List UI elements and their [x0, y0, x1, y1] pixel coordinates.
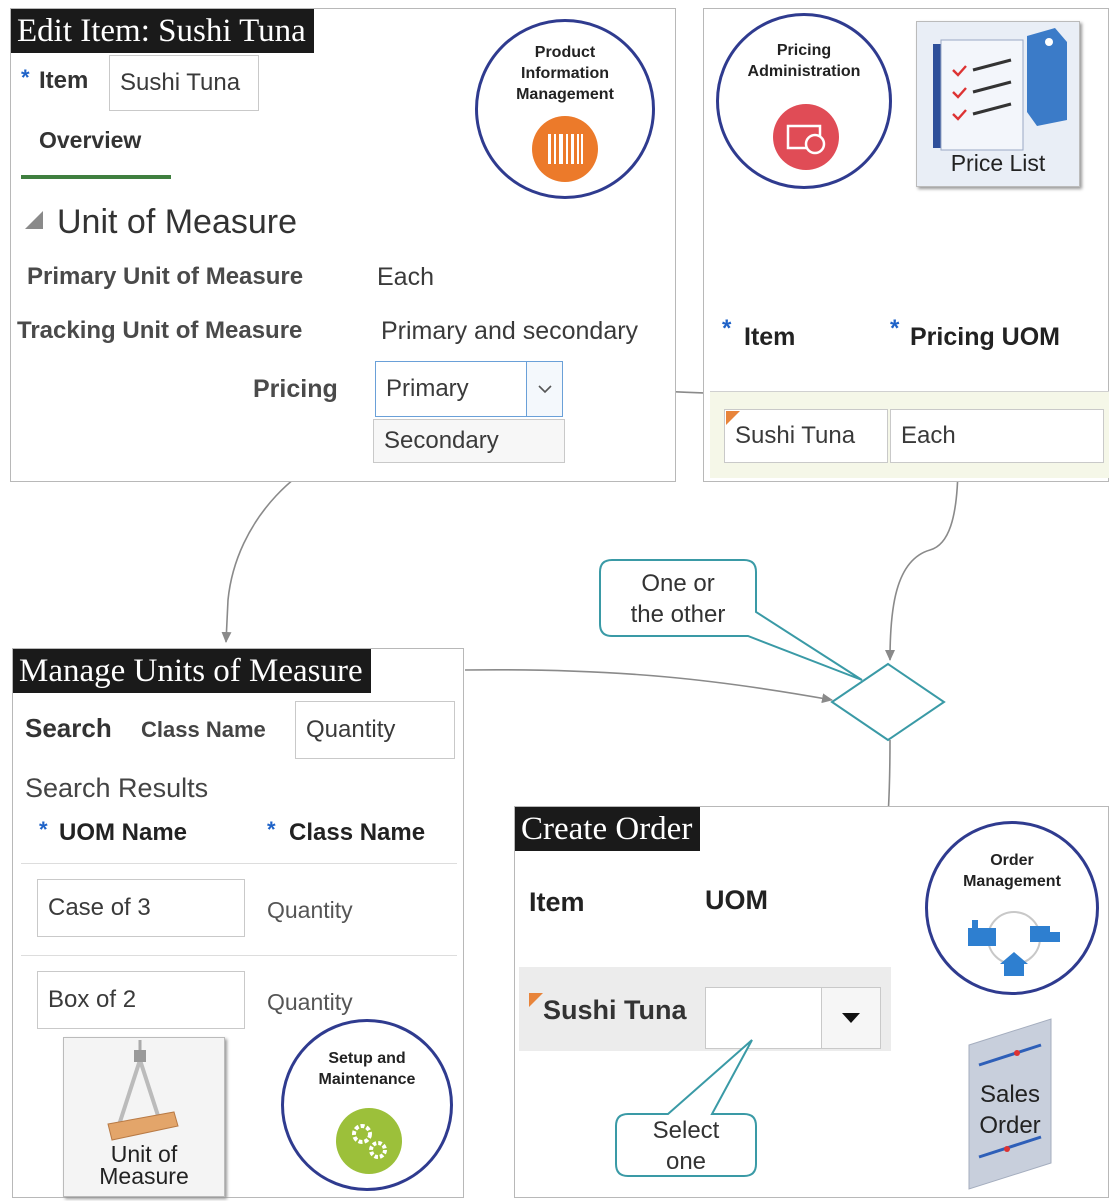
- price-list-tile[interactable]: Price List: [916, 21, 1080, 187]
- manage-uom-panel: Manage Units of Measure Search Class Nam…: [12, 648, 464, 1198]
- connector-manage-uom-to-decision: [464, 669, 833, 704]
- changed-flag-icon: [529, 993, 543, 1007]
- price-list-icon: [933, 28, 1067, 151]
- edit-item-panel: Edit Item: Sushi Tuna * Item Sushi Tuna …: [10, 8, 676, 482]
- uom-tile-label-line2: Measure: [99, 1163, 189, 1189]
- sales-order-label-line1: Sales: [979, 1081, 1041, 1108]
- changed-flag-icon: [726, 411, 740, 425]
- barcode-icon: [532, 116, 598, 182]
- pricing-administration-badge: Pricing Administration: [716, 13, 892, 189]
- pricing-row-item-field[interactable]: Sushi Tuna: [724, 409, 888, 463]
- badge-om-line1: Order: [990, 852, 1034, 869]
- callout-one-or-other-bubble: [599, 559, 863, 681]
- primary-uom-label: Primary Unit of Measure: [27, 263, 304, 290]
- tracking-uom-value: Primary and secondary: [381, 317, 639, 345]
- divider: [21, 955, 457, 956]
- divider: [21, 863, 457, 864]
- class-name-input[interactable]: Quantity: [295, 701, 455, 759]
- search-heading: Search: [25, 713, 112, 743]
- manage-uom-title: Manage Units of Measure: [13, 649, 371, 693]
- badge-pim-line2: Information: [521, 65, 609, 82]
- pricing-option-secondary[interactable]: Secondary: [373, 419, 565, 463]
- badge-pim-line1: Product: [534, 44, 596, 61]
- required-asterisk: *: [722, 315, 732, 342]
- pricing-label: Pricing: [253, 375, 338, 403]
- col-class-name-header: Class Name: [289, 819, 426, 846]
- order-flow-icon: [968, 911, 1060, 976]
- sales-order-tile[interactable]: Sales Order: [967, 1017, 1053, 1191]
- callout-select-one-line1: Select: [652, 1117, 720, 1144]
- required-asterisk: *: [267, 817, 276, 842]
- scale-icon: [107, 1040, 179, 1141]
- col-item-header: Item: [744, 323, 796, 351]
- callout-select-one-line2: one: [665, 1148, 707, 1175]
- uom-dropdown-button[interactable]: [821, 987, 881, 1049]
- required-asterisk: *: [39, 817, 48, 842]
- pricing-row-uom-field[interactable]: Each: [890, 409, 1104, 463]
- product-information-management-badge: Product Information Management: [475, 19, 655, 199]
- uom-tile-label-line1: Unit of: [110, 1141, 178, 1167]
- badge-om-line2: Management: [963, 873, 1061, 890]
- create-order-panel: Create Order Item UOM Sushi Tuna Order M…: [514, 806, 1109, 1198]
- badge-pim-line3: Management: [516, 86, 614, 103]
- tab-overview[interactable]: Overview: [39, 127, 142, 153]
- primary-uom-value: Each: [377, 263, 434, 291]
- setup-and-maintenance-badge: Setup and Maintenance: [281, 1019, 453, 1191]
- pricing-row-item: Sushi Tuna: [735, 422, 856, 449]
- tab-overview-underline: [21, 175, 171, 179]
- col-pricing-uom-header: Pricing UOM: [910, 323, 1061, 351]
- callout-select-one-bubble: [615, 1039, 757, 1177]
- uom-select-input[interactable]: [705, 987, 825, 1049]
- callout-one-or-other-line1: One or: [641, 570, 715, 597]
- uom-name-field[interactable]: Box of 2: [37, 971, 245, 1029]
- badge-pricing-line2: Administration: [747, 63, 861, 80]
- order-management-badge: Order Management: [925, 821, 1099, 995]
- uom-class-value: Quantity: [267, 989, 353, 1015]
- chevron-down-icon: [537, 385, 552, 394]
- callout-one-or-other-line2: the other: [630, 601, 726, 628]
- uom-name-field[interactable]: Case of 3: [37, 879, 245, 937]
- pricing-admin-panel: Pricing Administration Price List * Item…: [703, 8, 1109, 482]
- pricing-dropdown-button[interactable]: [526, 361, 563, 417]
- badge-setup-line2: Maintenance: [318, 1071, 416, 1088]
- class-name-label: Class Name: [141, 717, 266, 742]
- section-uom-heading: Unit of Measure: [57, 203, 297, 241]
- connector-each-to-decision: [885, 461, 959, 661]
- unit-of-measure-tile[interactable]: Unit of Measure: [63, 1037, 225, 1197]
- edit-item-title: Edit Item: Sushi Tuna: [11, 9, 314, 53]
- sales-order-label-line2: Order: [979, 1112, 1041, 1139]
- required-asterisk: *: [890, 315, 900, 342]
- item-label: Item: [39, 67, 89, 94]
- required-asterisk: *: [21, 65, 30, 90]
- price-list-label: Price List: [950, 150, 1046, 176]
- decision-diamond: [830, 662, 946, 742]
- pricing-icon: [773, 104, 839, 170]
- pricing-select-value: Primary: [386, 375, 469, 402]
- uom-class-value: Quantity: [267, 897, 353, 923]
- badge-setup-line1: Setup and: [328, 1050, 406, 1067]
- item-field[interactable]: Sushi Tuna: [109, 55, 259, 111]
- col-item-header: Item: [529, 887, 585, 917]
- search-results-heading: Search Results: [25, 773, 209, 803]
- col-uom-header: UOM: [705, 885, 768, 915]
- gear-icon: [336, 1108, 402, 1174]
- create-order-title: Create Order: [515, 807, 701, 851]
- col-uom-name-header: UOM Name: [59, 819, 188, 846]
- badge-pricing-line1: Pricing: [776, 42, 832, 59]
- collapse-triangle-icon[interactable]: [25, 211, 43, 229]
- sales-order-icon: [968, 1018, 1052, 1190]
- order-row-item: Sushi Tuna: [543, 995, 687, 1025]
- tracking-uom-label: Tracking Unit of Measure: [17, 317, 303, 344]
- triangle-down-icon: [842, 1013, 860, 1023]
